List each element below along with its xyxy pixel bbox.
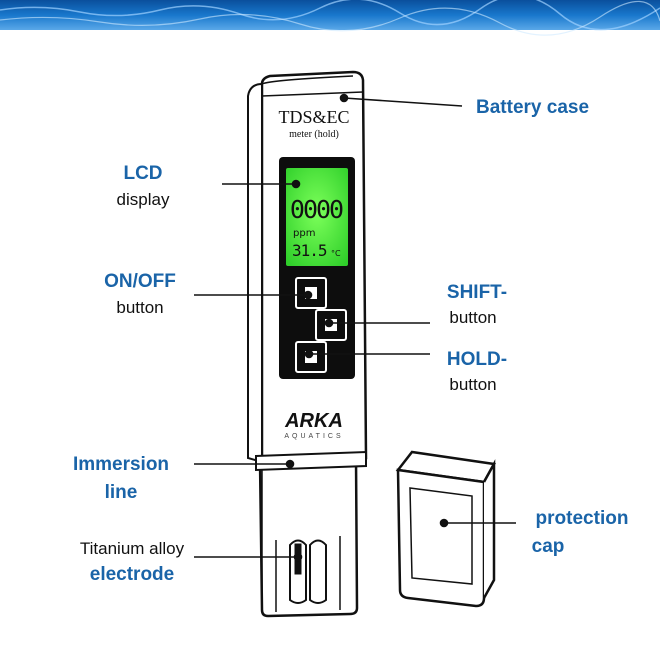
- lcd-unit: ppm: [293, 228, 315, 239]
- lcd-value: 0000: [290, 195, 343, 224]
- label-lcd: LCD: [123, 163, 163, 184]
- electrode-sleeve: [258, 456, 359, 618]
- label-shift-button: button: [449, 308, 497, 327]
- protection-cap: [395, 450, 496, 608]
- label-hold-button: button: [449, 375, 497, 394]
- battery-case-line: [261, 91, 364, 97]
- brand-logo: ARKA: [284, 410, 343, 432]
- label-immersion: Immersion: [72, 454, 170, 475]
- label-titanium: Titanium alloy: [79, 539, 185, 558]
- device-subtitle: meter (hold): [289, 129, 339, 140]
- label-on-off: ON/OFF: [104, 271, 176, 292]
- label-on-off-button: button: [116, 298, 164, 317]
- label-electrode: electrode: [89, 564, 175, 585]
- label-battery-case: Battery case: [476, 97, 590, 118]
- label-cap: cap: [531, 536, 565, 557]
- brand-subtitle: AQUATICS: [284, 433, 343, 440]
- label-shift: SHIFT-: [446, 282, 508, 303]
- label-immersion-line: line: [104, 482, 138, 503]
- lcd-temp-unit: °C: [331, 249, 341, 258]
- device-title: TDS&EC: [278, 107, 349, 127]
- label-protection: protection: [535, 508, 629, 529]
- lcd-screen: [286, 168, 348, 266]
- label-display: display: [116, 190, 170, 209]
- lcd-temperature: 31.5: [292, 241, 327, 260]
- leader-lines: [194, 93, 516, 562]
- label-hold: HOLD-: [446, 349, 508, 370]
- water-banner: [0, 0, 660, 36]
